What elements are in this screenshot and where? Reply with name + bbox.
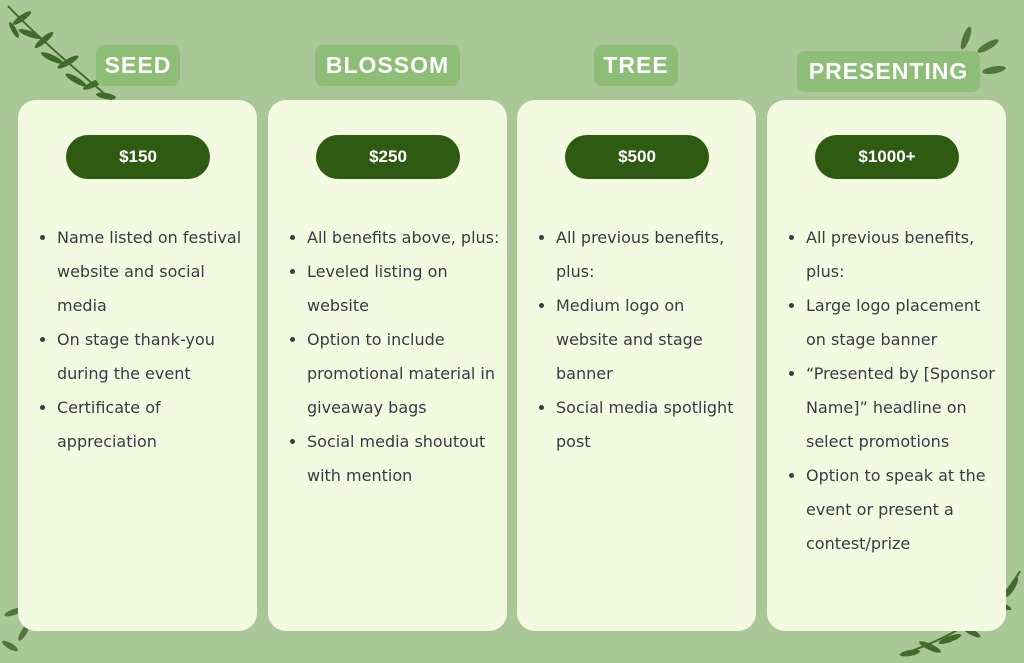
tier-card-blossom: $250 All benefits above, plus: Leveled l… bbox=[268, 100, 507, 631]
price-badge: $500 bbox=[565, 135, 709, 179]
price-badge: $150 bbox=[66, 135, 210, 179]
benefit-item: Social media shoutout with mention bbox=[307, 425, 501, 493]
tier-label-blossom: BLOSSOM bbox=[315, 45, 460, 86]
benefit-item: Leveled listing on website bbox=[307, 255, 501, 323]
benefit-item: All benefits above, plus: bbox=[307, 221, 501, 255]
benefit-item: Large logo placement on stage banner bbox=[806, 289, 1000, 357]
benefit-item: On stage thank-you during the event bbox=[57, 323, 251, 391]
benefit-item: Option to include promotional material i… bbox=[307, 323, 501, 425]
tier-card-tree: $500 All previous benefits, plus: Medium… bbox=[517, 100, 756, 631]
benefit-item: All previous benefits, plus: bbox=[556, 221, 750, 289]
tier-label-presenting: PRESENTING bbox=[797, 51, 980, 92]
price-badge: $250 bbox=[316, 135, 460, 179]
benefits-list: All benefits above, plus: Leveled listin… bbox=[290, 221, 501, 493]
benefits-list: All previous benefits, plus: Large logo … bbox=[789, 221, 1000, 561]
tier-card-seed: $150 Name listed on festival website and… bbox=[18, 100, 257, 631]
benefit-item: Name listed on festival website and soci… bbox=[57, 221, 251, 323]
tier-card-presenting: $1000+ All previous benefits, plus: Larg… bbox=[767, 100, 1006, 631]
tier-label-tree: TREE bbox=[594, 45, 678, 86]
price-badge: $1000+ bbox=[815, 135, 959, 179]
benefit-item: Certificate of appreciation bbox=[57, 391, 251, 459]
benefit-item: Social media spotlight post bbox=[556, 391, 750, 459]
benefit-item: “Presented by [Sponsor Name]” headline o… bbox=[806, 357, 1000, 459]
benefits-list: All previous benefits, plus: Medium logo… bbox=[539, 221, 750, 459]
benefit-item: Medium logo on website and stage banner bbox=[556, 289, 750, 391]
benefit-item: All previous benefits, plus: bbox=[806, 221, 1000, 289]
benefits-list: Name listed on festival website and soci… bbox=[40, 221, 251, 459]
tier-label-seed: SEED bbox=[96, 45, 180, 86]
benefit-item: Option to speak at the event or present … bbox=[806, 459, 1000, 561]
